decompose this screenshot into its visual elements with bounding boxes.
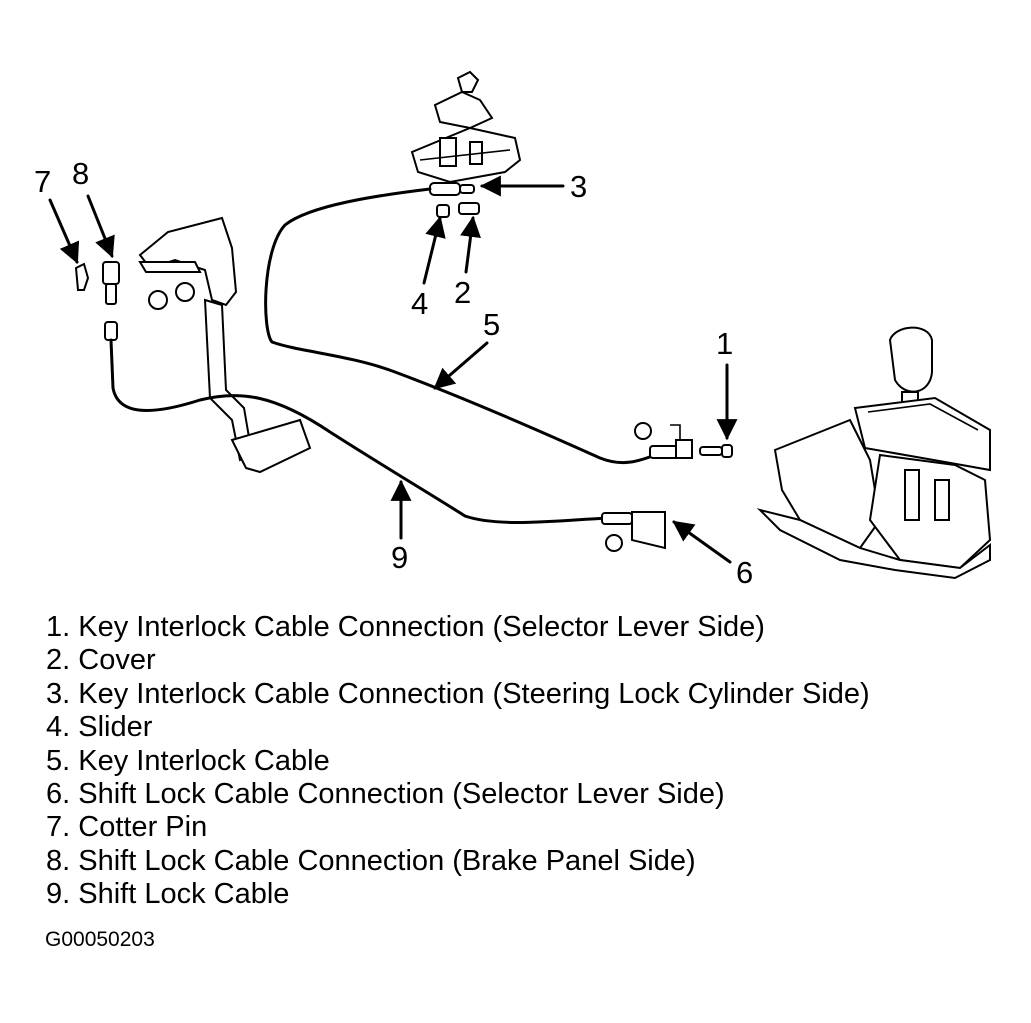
steering-side-cable-end — [429, 182, 475, 196]
legend-item: 4. Slider — [46, 711, 870, 744]
brake-panel-cable-end — [102, 261, 120, 341]
legend-item: 8. Shift Lock Cable Connection (Brake Pa… — [46, 845, 870, 878]
legend-number: 6. — [46, 778, 71, 811]
legend-item: 1. Key Interlock Cable Connection (Selec… — [46, 611, 870, 644]
legend-text: Slider — [78, 711, 153, 744]
legend-number: 8. — [46, 844, 71, 877]
callout-arrow-4 — [422, 215, 446, 285]
cover-part — [458, 202, 480, 215]
legend-text: Shift Lock Cable Connection (Selector Le… — [78, 778, 725, 811]
legend-number: 4. — [46, 711, 71, 744]
callout-arrow-7 — [48, 198, 80, 264]
callout-arrow-8 — [86, 194, 115, 258]
callout-number-4: 4 — [411, 286, 428, 321]
legend-number: 7. — [46, 811, 71, 844]
callout-number-7: 7 — [34, 164, 51, 199]
callout-arrow-6 — [672, 520, 732, 564]
legend-item: 7. Cotter Pin — [46, 811, 870, 844]
legend-text: Cotter Pin — [78, 811, 208, 844]
key-interlock-cable — [264, 187, 667, 464]
callout-number-3: 3 — [570, 169, 587, 204]
callout-number-2: 2 — [454, 275, 471, 310]
callout-number-9: 9 — [391, 540, 408, 575]
slider-part — [436, 204, 450, 218]
legend-item: 2. Cover — [46, 644, 870, 677]
legend-text: Key Interlock Cable — [78, 744, 330, 777]
legend-item: 3. Key Interlock Cable Connection (Steer… — [46, 678, 870, 711]
callout-number-8: 8 — [72, 156, 89, 191]
callout-arrow-2 — [460, 215, 481, 274]
shift-lock-cable — [109, 338, 652, 524]
selector-side-shift-lock-end — [601, 511, 666, 552]
selector-side-key-interlock-end — [634, 422, 733, 459]
callout-number-1: 1 — [716, 326, 733, 361]
selector-lever-assembly — [756, 326, 992, 580]
legend-text: Cover — [78, 644, 156, 677]
legend-number: 2. — [46, 644, 71, 677]
callout-number-5: 5 — [483, 307, 500, 342]
legend-text: Key Interlock Cable Connection (Steering… — [78, 677, 870, 710]
cotter-pin-part — [74, 262, 90, 291]
legend-number: 1. — [46, 611, 71, 643]
legend-item: 5. Key Interlock Cable — [46, 745, 870, 778]
callout-number-6: 6 — [736, 555, 753, 590]
legend-number: 5. — [46, 744, 71, 777]
legend-number: 3. — [46, 677, 71, 710]
legend-item: 9. Shift Lock Cable — [46, 878, 870, 911]
legend-item: 6. Shift Lock Cable Connection (Selector… — [46, 778, 870, 811]
parts-legend: 1. Key Interlock Cable Connection (Selec… — [46, 611, 870, 912]
legend-text: Key Interlock Cable Connection (Selector… — [78, 611, 765, 643]
legend-text: Shift Lock Cable — [78, 878, 290, 911]
figure-code: G00050203 — [45, 928, 155, 951]
steering-lock-cylinder — [410, 70, 522, 184]
callout-arrow-5 — [433, 341, 489, 390]
brake-pedal-assembly — [138, 216, 312, 474]
legend-number: 9. — [46, 878, 71, 911]
legend-text: Shift Lock Cable Connection (Brake Panel… — [78, 844, 696, 877]
